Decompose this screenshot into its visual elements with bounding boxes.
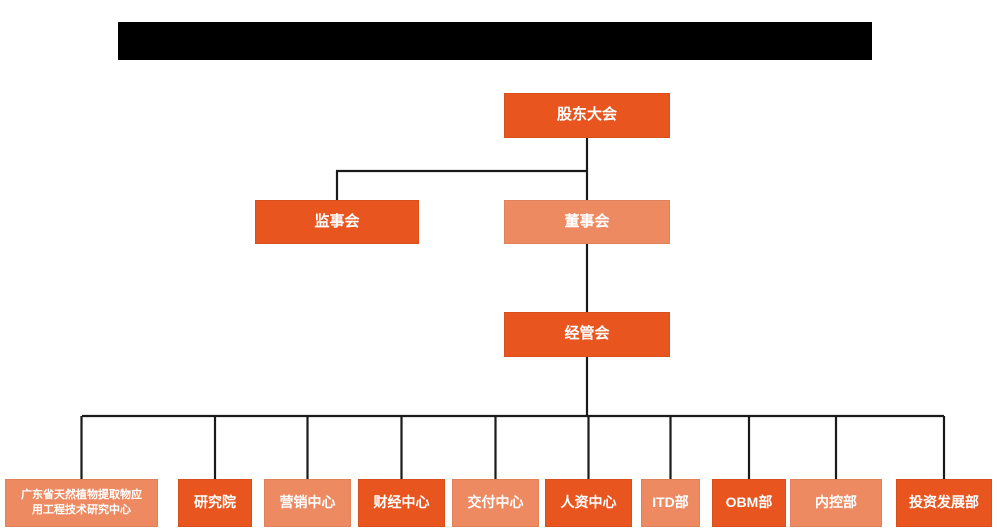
org-node-label: 投资发展部	[909, 494, 979, 511]
org-node-obm-dept[interactable]: OBM部	[712, 479, 786, 527]
org-node-label: 研究院	[194, 494, 236, 511]
org-node-directors[interactable]: 董事会	[504, 200, 670, 244]
org-node-finance-center[interactable]: 财经中心	[358, 479, 445, 527]
org-node-internal-control[interactable]: 内控部	[790, 479, 882, 527]
org-node-label: ITD部	[652, 494, 689, 511]
org-node-marketing-center[interactable]: 营销中心	[264, 479, 351, 527]
org-node-label: 内控部	[815, 494, 857, 511]
org-node-supervisors[interactable]: 监事会	[255, 200, 419, 244]
org-node-label: 交付中心	[467, 494, 524, 511]
org-node-label: 广东省天然植物提取物应 用工程技术研究中心	[21, 489, 142, 516]
org-node-label: 董事会	[564, 212, 610, 230]
org-node-label: OBM部	[725, 494, 773, 511]
org-node-label: 营销中心	[279, 494, 336, 511]
org-node-hr-center[interactable]: 人资中心	[545, 479, 632, 527]
org-node-management[interactable]: 经管会	[504, 312, 670, 357]
org-node-label: 经管会	[564, 325, 610, 343]
org-node-delivery-center[interactable]: 交付中心	[452, 479, 539, 527]
org-node-label: 人资中心	[560, 494, 617, 511]
org-node-label: 监事会	[314, 212, 360, 230]
org-node-research-institute[interactable]: 研究院	[178, 479, 252, 527]
org-node-shareholders[interactable]: 股东大会	[504, 93, 670, 138]
org-node-investment-dev[interactable]: 投资发展部	[896, 479, 992, 527]
org-node-label: 股东大会	[556, 106, 617, 124]
redacted-title-bar	[118, 22, 872, 60]
org-node-itd-dept[interactable]: ITD部	[641, 479, 700, 527]
org-node-gd-research-center[interactable]: 广东省天然植物提取物应 用工程技术研究中心	[5, 479, 158, 527]
org-node-label: 财经中心	[373, 494, 430, 511]
